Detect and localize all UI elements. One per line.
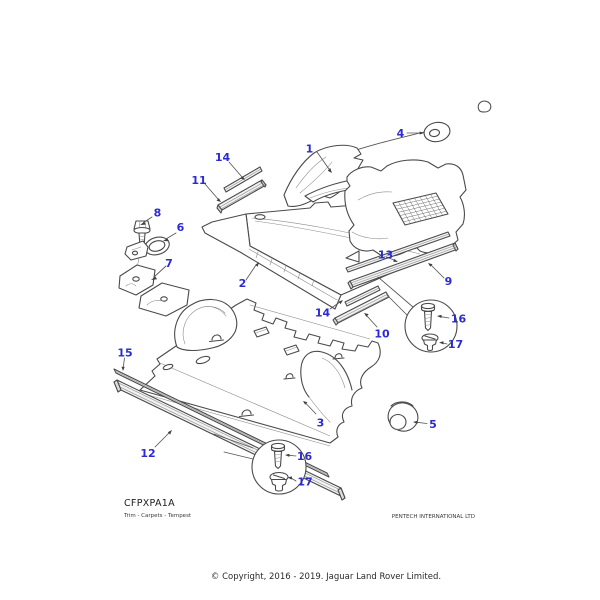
- detail-circle-bottom: [213, 433, 307, 495]
- clip-icon: [421, 333, 439, 352]
- callout-3[interactable]: 3: [317, 417, 325, 430]
- part-5-buffer: [387, 401, 419, 432]
- part-9-13-sill-strips: [345, 231, 459, 290]
- clip-icon: [269, 471, 289, 492]
- callout-labels: 1 4 14 11 8 6 7 2 13 9 14 10 16 17 15 12…: [117, 127, 466, 489]
- drawing-description: Trim - Carpets - Tempest: [124, 513, 192, 519]
- callout-6[interactable]: 6: [177, 221, 185, 234]
- drawing-code: CFPXPA1A: [124, 498, 175, 509]
- callout-11[interactable]: 11: [191, 174, 206, 187]
- callout-15[interactable]: 15: [117, 347, 132, 360]
- part-4-grommet: [335, 121, 451, 158]
- callout-5[interactable]: 5: [429, 418, 437, 431]
- callout-7[interactable]: 7: [165, 257, 173, 270]
- callout-1[interactable]: 1: [306, 143, 314, 156]
- part-1-front-carpet: [283, 100, 492, 257]
- callout-16-bottom[interactable]: 16: [297, 450, 313, 463]
- part-11-14-tread-strips: [216, 166, 267, 214]
- callout-14-rear[interactable]: 14: [315, 307, 331, 320]
- callout-17-bottom[interactable]: 17: [297, 476, 312, 489]
- part-3-loadspace-carpet: [139, 298, 381, 447]
- callout-9[interactable]: 9: [445, 275, 453, 288]
- screw-icon: [420, 302, 436, 332]
- callout-12[interactable]: 12: [140, 447, 155, 460]
- detail-circle-right: [377, 276, 458, 353]
- callout-8[interactable]: 8: [154, 207, 162, 220]
- callout-10[interactable]: 10: [374, 328, 390, 341]
- publisher-credit: PENTECH INTERNATIONAL LTD: [391, 514, 475, 520]
- callout-2[interactable]: 2: [239, 277, 247, 290]
- copyright-line: © Copyright, 2016 - 2019. Jaguar Land Ro…: [210, 572, 442, 582]
- part-7-brackets: [118, 264, 190, 317]
- part-6-lashing-ring: [124, 236, 170, 261]
- callout-16-right[interactable]: 16: [451, 313, 467, 326]
- callout-4[interactable]: 4: [397, 127, 405, 140]
- callout-17-right[interactable]: 17: [448, 338, 463, 351]
- leader-lines: [121, 131, 450, 482]
- screw-icon: [270, 442, 286, 470]
- callout-14-front[interactable]: 14: [215, 151, 231, 164]
- callout-13[interactable]: 13: [378, 249, 393, 262]
- part-10-14-sill-strips: [332, 285, 390, 326]
